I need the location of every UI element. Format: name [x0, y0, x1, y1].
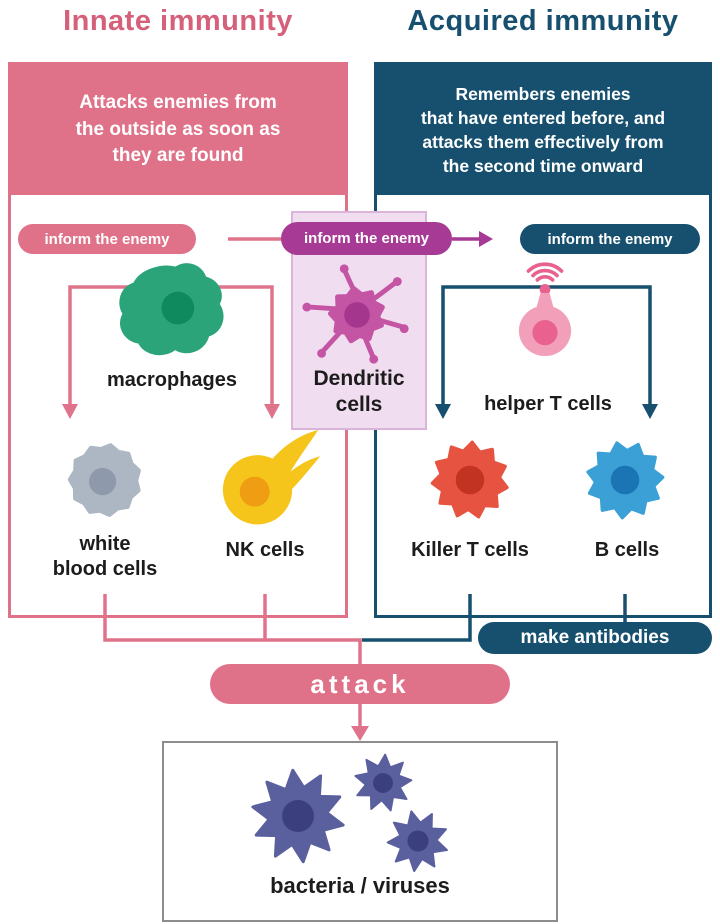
macrophages-label: macrophages: [106, 369, 238, 391]
innate-inform-pill: inform the enemy: [18, 224, 196, 254]
dendritic-inform-pill: inform the enemy: [281, 222, 452, 255]
dendritic-cells-label: Dendritic cells: [313, 367, 405, 417]
acquired-description: Remembers enemies that have entered befo…: [377, 65, 709, 195]
bacteria-viruses-box: [162, 741, 558, 922]
white-blood-cells-label: white blood cells: [52, 533, 158, 580]
innate-immunity-title: Innate immunity: [63, 5, 293, 37]
innate-description: Attacks enemies from the outside as soon…: [11, 65, 345, 195]
killer-t-cells-label: Killer T cells: [411, 539, 529, 561]
killer-t-cell-icon: [428, 438, 512, 522]
dendritic-cell-icon: [298, 254, 416, 372]
white-blood-cell-icon: [65, 440, 145, 520]
helper-t-cells-label: helper T cells: [484, 393, 612, 415]
virus-small-icon: [385, 808, 451, 874]
acquired-immunity-title: Acquired immunity: [407, 5, 679, 37]
bacteria-viruses-label: bacteria / viruses: [270, 873, 450, 898]
make-antibodies-pill: make antibodies: [478, 622, 712, 654]
b-cells-label: B cells: [594, 539, 660, 561]
acquired-inform-pill: inform the enemy: [520, 224, 700, 254]
nk-cells-label: NK cells: [225, 539, 305, 561]
virus-large-icon: [248, 766, 348, 866]
macrophage-icon: [116, 260, 232, 361]
virus-medium-icon: [352, 752, 414, 814]
nk-cell-icon: [208, 428, 322, 531]
b-cell-icon: [583, 438, 667, 522]
attack-pill: attack: [210, 664, 510, 704]
helper-t-cell-icon: [500, 248, 590, 365]
